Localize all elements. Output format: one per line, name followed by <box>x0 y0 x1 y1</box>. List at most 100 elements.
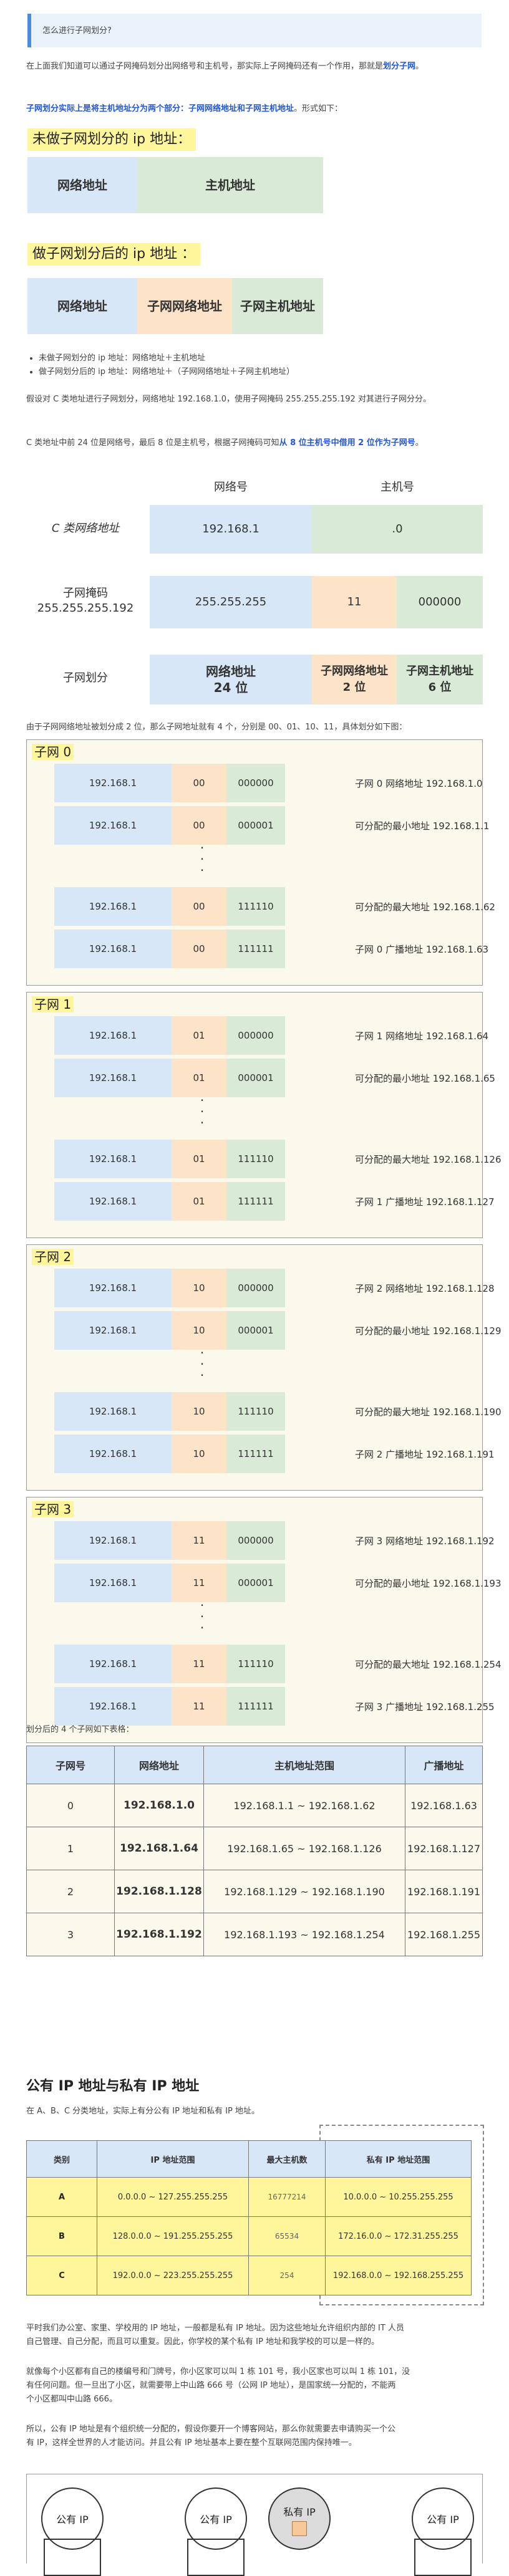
subnet-row-host: 111111 <box>226 1182 285 1221</box>
subnet-row-note: 子网 3 广播地址 192.168.1.255 <box>355 1701 495 1713</box>
subnet-row-subnet: 11 <box>172 1687 226 1726</box>
subnet-row-network: 192.168.1 <box>54 1687 172 1726</box>
subnet-row-network: 192.168.1 <box>54 1311 172 1350</box>
cell-private-range: 172.16.0.0 ~ 172.31.255.255 <box>325 2216 472 2256</box>
subnet-row-network: 192.168.1 <box>54 1016 172 1055</box>
ellipsis-dot: · <box>200 1598 205 1613</box>
subnet-explain-highlight: 子网划分实际上是将主机地址分为两个部分：子网网络地址和子网主机地址 <box>26 104 294 113</box>
subnet-row-note: 子网 3 网络地址 192.168.1.192 <box>355 1535 495 1547</box>
borrow-bits-paragraph: C 类地址中前 24 位是网络号，最后 8 位是主机号，根据子网掩码可知从 8 … <box>26 436 488 450</box>
cell-subnet-no: 3 <box>26 1913 115 1956</box>
host-box <box>414 2539 472 2576</box>
subnet-explain-paragraph: 子网划分实际上是将主机地址分为两个部分：子网网络地址和子网主机地址。形式如下： <box>26 102 488 116</box>
c-class-host: .0 <box>312 505 483 554</box>
cell-network: 192.168.1.192 <box>114 1913 204 1956</box>
th-broadcast: 广播地址 <box>405 1746 483 1784</box>
intro-text: 在上面我们知道可以通过子网掩码划分出网络号和主机号，那实际上子网掩码还有一个作用… <box>26 62 384 71</box>
cell-ip-range: 128.0.0.0 ~ 191.255.255.255 <box>97 2216 249 2256</box>
subnet-row-subnet: 00 <box>172 806 226 845</box>
cell-host-range: 192.168.1.1 ~ 192.168.1.62 <box>203 1784 405 1827</box>
division-network: 网络地址 24 位 <box>150 655 312 704</box>
ellipsis-dot: · <box>200 852 205 867</box>
subnet-row-note: 可分配的最大地址 192.168.1.254 <box>355 1658 502 1670</box>
subnet-title: 子网 3 <box>32 1501 74 1517</box>
ellipsis-dot: · <box>200 1104 205 1119</box>
c-class-label: C 类网络地址 <box>51 522 120 535</box>
subnet-row-note: 子网 2 网络地址 192.168.1.128 <box>355 1282 495 1294</box>
ellipsis-dot: · <box>200 1115 205 1130</box>
subnet-row-network: 192.168.1 <box>54 1140 172 1178</box>
subnet-row-host: 000000 <box>226 1521 285 1560</box>
host-address-box: 主机地址 <box>137 157 323 213</box>
cell-broadcast: 192.168.1.191 <box>405 1870 483 1913</box>
subnet-row-network: 192.168.1 <box>54 1645 172 1683</box>
c-class-network: 192.168.1 <box>150 505 312 554</box>
subnet-host-box: 子网主机地址 <box>232 278 323 334</box>
subnet-mask-label: 子网掩码 255.255.255.192 <box>26 586 145 616</box>
subnet-row-subnet: 10 <box>172 1269 226 1307</box>
subnet-row-note: 可分配的最小地址 192.168.1.1 <box>355 820 490 832</box>
router-icon <box>292 2521 307 2536</box>
section-heading: 公有 IP 地址与私有 IP 地址 <box>26 2079 200 2094</box>
subnet-row-subnet: 00 <box>172 764 226 802</box>
subnet-row-network: 192.168.1 <box>54 1059 172 1097</box>
division-subnet: 子网网络地址 2 位 <box>312 655 397 704</box>
th-private-range: 私有 IP 地址范围 <box>325 2140 472 2178</box>
cell-host-range: 192.168.1.193 ~ 192.168.1.254 <box>203 1913 405 1956</box>
subnet-row-host: 111110 <box>226 887 285 926</box>
division-subnet-line2: 2 位 <box>342 681 366 694</box>
borrow-text-end: 。 <box>415 438 424 448</box>
division-host-line1: 子网主机地址 <box>406 665 473 678</box>
th-class: 类别 <box>26 2140 97 2178</box>
cell-broadcast: 192.168.1.63 <box>405 1784 483 1827</box>
division-network-line2: 24 位 <box>213 680 248 695</box>
ip-table-header: 类别 IP 地址范围 最大主机数 私有 IP 地址范围 <box>26 2140 472 2178</box>
subnet-row-network: 192.168.1 <box>54 764 172 802</box>
subnet-row-note: 可分配的最小地址 192.168.1.65 <box>355 1072 495 1084</box>
subnet-network-box: 子网网络地址 <box>137 278 232 334</box>
subnet-row-subnet: 00 <box>172 930 226 968</box>
cell-class: B <box>26 2216 97 2256</box>
private-line-1: 平时我们办公室、家里、学校用的 IP 地址，一般都是私有 IP 地址。因为这些地… <box>26 2324 404 2333</box>
th-host-range: 主机地址范围 <box>203 1746 405 1784</box>
analogy-line-3: 个小区都叫中山路 666。 <box>26 2395 117 2404</box>
ellipsis-dot: · <box>200 1357 205 1372</box>
subnet-row-host: 111110 <box>226 1392 285 1431</box>
callout-text: 怎么进行子网划分? <box>42 26 112 36</box>
subnet-row-host: 111110 <box>226 1140 285 1178</box>
th-ip-range: IP 地址范围 <box>97 2140 249 2178</box>
ellipsis-dot: · <box>200 863 205 878</box>
subnet-explain-text: 。形式如下： <box>294 104 343 113</box>
subnet-row-subnet: 01 <box>172 1059 226 1097</box>
cell-host-range: 192.168.1.65 ~ 192.168.1.126 <box>203 1827 405 1870</box>
private-ip-label: 私有 IP <box>283 2506 316 2518</box>
mask-network-part: 255.255.255 <box>150 576 312 628</box>
private-line-2: 自己管理、自己分配，而且可以重复。因此，你学校的某个私有 IP 地址和我学校的可… <box>26 2337 379 2347</box>
analogy-line-2: 有任何问题。但一旦出了小区，就需要带上中山路 666 号（公网 IP 地址），是… <box>26 2381 396 2390</box>
network-address-box-2: 网络地址 <box>27 278 137 334</box>
ellipsis-dot: · <box>200 1345 205 1360</box>
subnet-row-host: 111110 <box>226 1645 285 1683</box>
borrow-text: C 类地址中前 24 位是网络号，最后 8 位是主机号，根据子网掩码可知 <box>26 438 279 448</box>
subnets-intro-paragraph: 由于子网网络地址被划分成 2 位，那么子网地址就有 4 个，分别是 00、01、… <box>26 723 407 732</box>
mask-host-part: 000000 <box>397 576 483 628</box>
